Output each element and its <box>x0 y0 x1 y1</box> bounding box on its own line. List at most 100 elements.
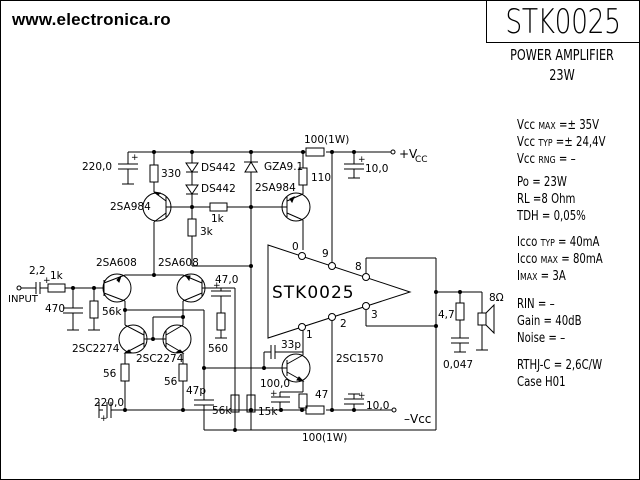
diode-ds442-1 <box>185 150 199 173</box>
label-c-10-top: 10,0 <box>365 163 388 175</box>
ic-label: STK0025 <box>272 283 355 303</box>
pin-1-label: 1 <box>306 329 313 341</box>
capacitor-33p <box>262 345 303 370</box>
transistor-2sa984-left <box>142 191 190 266</box>
capacitor-100-0 <box>271 391 303 410</box>
label-q-2sc1570: 2SC1570 <box>336 353 383 365</box>
transistor-2sc2274-right <box>151 315 192 364</box>
transistor-2sa608-right <box>152 266 206 317</box>
capacitor-220-bottom <box>98 402 125 418</box>
spec-tdh: TDH = 0,05% <box>517 209 586 224</box>
plus-sign: + <box>43 276 51 286</box>
spec-po: Po = 23W <box>517 175 567 190</box>
terminal-vcc-pos-sub: CC <box>415 155 428 165</box>
diode-ds442-2 <box>185 172 199 209</box>
label-r-110: 110 <box>311 172 331 184</box>
ic-stk0025 <box>267 244 412 339</box>
bottom-rail-wires <box>123 407 436 432</box>
spec-rthjc: RTHJ-C = 2,6C/W <box>517 358 603 373</box>
label-c-470: 470 <box>45 303 65 315</box>
capacitor-10-top <box>344 150 364 179</box>
label-r-56k-input: 56k <box>102 306 122 318</box>
output-wires <box>365 257 482 430</box>
label-c-47p: 47p <box>186 385 206 397</box>
plus-sign: + <box>270 389 278 399</box>
spec-vcc-rng: Vcc RNG = – <box>517 152 576 167</box>
label-c-100-0: 100,0 <box>260 378 290 390</box>
capacitor-10-bottom <box>344 393 364 410</box>
label-c-220-bottom: 220,0 <box>94 397 124 409</box>
label-q-2sa608-left: 2SA608 <box>96 257 137 269</box>
label-c-47-0: 47,0 <box>215 274 238 286</box>
description: POWER AMPLIFIER <box>510 46 614 64</box>
label-r-100-bottom: 100(1W) <box>302 432 347 444</box>
resistor-110 <box>298 152 308 194</box>
label-r-330: 330 <box>161 168 181 180</box>
label-r-47: 47 <box>315 389 328 401</box>
plus-sign: + <box>358 391 366 401</box>
resistor-15k <box>246 394 256 413</box>
capacitor-47-0 <box>202 287 236 430</box>
label-q-2sa984-left: 2SA984 <box>110 201 151 213</box>
label-r-3k: 3k <box>200 226 214 238</box>
label-r-560: 560 <box>208 343 228 355</box>
resistor-330 <box>149 150 159 192</box>
plus-sign: + <box>358 155 366 165</box>
label-c-220-top: 220,0 <box>82 161 112 173</box>
label-r-1k-mid: 1k <box>211 213 225 225</box>
capacitor-470 <box>63 288 83 331</box>
label-q-2sc2274-left: 2SC2274 <box>72 343 120 355</box>
pin-2-label: 2 <box>340 318 347 330</box>
label-r-56-left: 56 <box>103 368 117 380</box>
label-diode-1: DS442 <box>201 162 236 174</box>
transistor-2sa608-left <box>102 273 154 325</box>
resistor-47 <box>298 393 308 409</box>
capacitor-2-2 <box>35 282 48 294</box>
label-r-56k-fb: 56k <box>212 405 232 417</box>
plus-sign: + <box>213 281 221 291</box>
terminal-vcc-neg: –Vcc <box>404 412 431 426</box>
resistor-4-7 <box>455 292 465 338</box>
resistor-56k-input <box>88 288 100 331</box>
resistor-1k-input <box>47 283 104 293</box>
label-q-2sc2274-right: 2SC2274 <box>136 353 184 365</box>
spec-icco-max: Icco MAX = 80mA <box>517 252 603 267</box>
label-zener: GZA9.1 <box>264 161 303 173</box>
label-c-0-047: 0,047 <box>443 359 473 371</box>
pin-8-label: 8 <box>355 261 362 273</box>
label-c-33p: 33p <box>281 339 301 351</box>
capacitor-220-top <box>118 152 138 185</box>
transistor-2sc2274-left <box>118 324 153 364</box>
transistor-2sc1570 <box>280 331 311 392</box>
spec-vcc-typ: Vcc TYP =± 24,4V <box>517 135 606 150</box>
resistor-56k-feedback <box>230 394 240 413</box>
label-r-1k-input: 1k <box>50 270 64 282</box>
resistor-560 <box>215 312 227 339</box>
resistor-56-right <box>178 363 188 410</box>
label-q-2sa984-right: 2SA984 <box>255 182 296 194</box>
label-diode-2: DS442 <box>201 183 236 195</box>
capacitor-0-047 <box>451 337 469 353</box>
transistor-2sa984-right <box>281 192 311 250</box>
label-input: INPUT <box>8 294 39 305</box>
label-r-15k: 15k <box>258 406 278 418</box>
part-number: STK0025 <box>505 2 621 42</box>
spec-case: Case H01 <box>517 375 566 390</box>
pin-3-label: 3 <box>371 309 378 321</box>
capacitor-47p <box>194 399 214 430</box>
spec-rl: RL =8 Ohm <box>517 192 576 207</box>
plus-sign: + <box>131 153 139 163</box>
label-c-10-bottom: 10,0 <box>366 400 389 412</box>
plus-sign: + <box>100 414 108 424</box>
label-c-2-2: 2,2 <box>29 265 46 277</box>
top-rail-wires <box>128 149 396 155</box>
label-speaker: 8Ω <box>489 292 504 304</box>
label-r-56-right: 56 <box>164 376 178 388</box>
label-r-100-top: 100(1W) <box>304 134 349 146</box>
label-r-4-7: 4,7 <box>438 309 455 321</box>
label-q-2sa608-right: 2SA608 <box>158 257 199 269</box>
power-rating: 23W <box>549 66 575 84</box>
spec-imax: IMAX = 3A <box>517 269 566 284</box>
spec-vcc-max: Vcc MAX =± 35V <box>517 118 600 133</box>
